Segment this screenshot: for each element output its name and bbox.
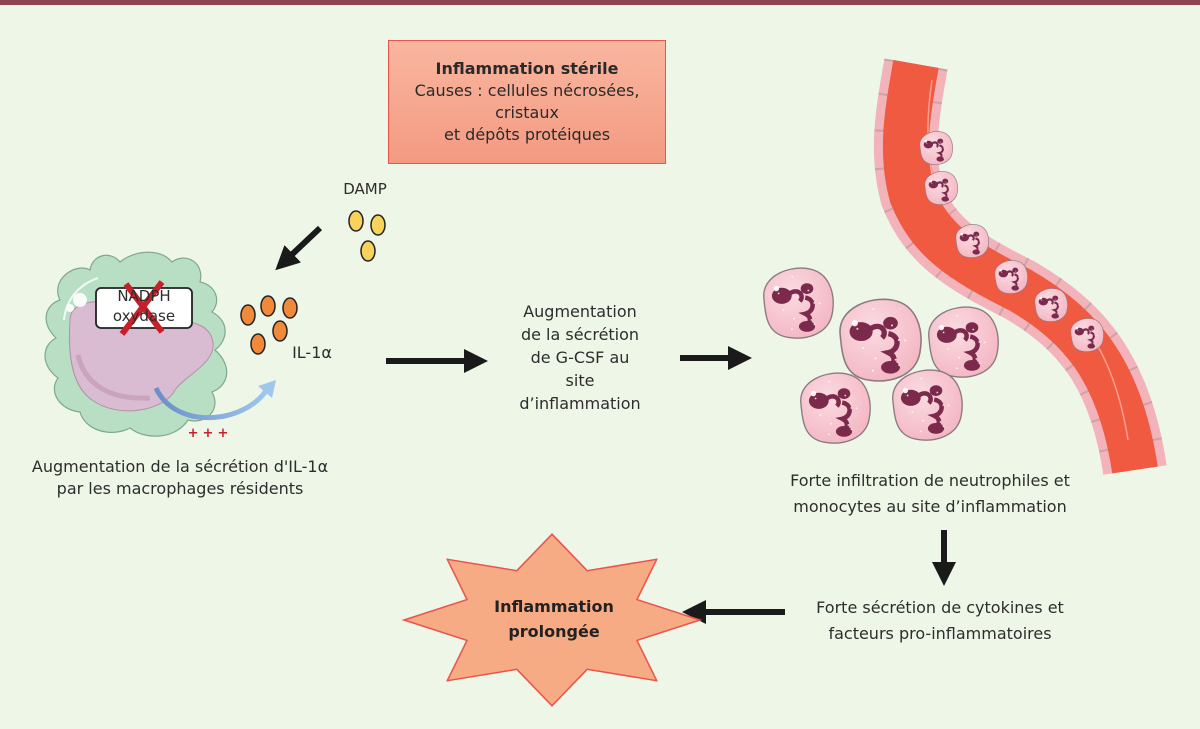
vessel-neutrophil (955, 224, 989, 258)
gcsf-line: de G-CSF au (530, 348, 630, 367)
cytokines-line2: facteurs pro-inflammatoires (828, 624, 1052, 643)
gcsf-line: Augmentation (523, 302, 637, 321)
damp-label: DAMP (343, 180, 387, 198)
upregulation-plus-signs: +++ (187, 426, 233, 441)
vessel-neutrophil (994, 260, 1028, 294)
gcsf-line: d’inflammation (519, 394, 641, 413)
macrophage-cell (44, 251, 228, 437)
il1a-particles (240, 295, 298, 355)
vessel-neutrophils (919, 131, 1104, 352)
outcome-star-shape (401, 533, 703, 707)
tissue-neutrophil (928, 306, 999, 378)
il1a-label: IL-1α (292, 343, 332, 362)
macrophage-caption: Augmentation de la sécrétion d'IL-1α par… (0, 456, 360, 500)
gcsf-line: de la sécrétion (520, 325, 640, 344)
tissue-neutrophils (763, 267, 999, 444)
cause-box-line1: Causes : cellules nécrosées, cristaux (414, 81, 640, 122)
damp-arrow-icon (275, 225, 323, 271)
infiltration-caption: Forte infiltration de neutrophiles et mo… (760, 468, 1100, 520)
infiltration-caption-line2: monocytes au site d’inflammation (793, 497, 1067, 516)
inhibition-cross-icon (119, 280, 165, 336)
cytokines-line1: Forte sécrétion de cytokines et (816, 598, 1064, 617)
vessel-neutrophil (1070, 318, 1104, 352)
macrophage-caption-line2: par les macrophages résidents (56, 479, 304, 498)
enzyme-line2: oxydase (112, 307, 176, 325)
tissue-neutrophil (800, 372, 871, 444)
vessel-neutrophil (924, 171, 958, 205)
sterile-inflammation-box: Inflammation stérile Causes : cellules n… (388, 40, 666, 164)
vessel-neutrophil (919, 131, 953, 165)
secretion-arrow-icon (153, 386, 271, 421)
macrophage-caption-line1: Augmentation de la sécrétion d'IL-1α (31, 457, 329, 476)
vessel-neutrophil (1034, 288, 1068, 322)
outcome-line2: prolongée (508, 622, 600, 641)
outcome-line1: Inflammation (494, 597, 614, 616)
tissue-neutrophil (839, 298, 922, 382)
cause-box-title: Inflammation stérile (435, 59, 619, 78)
infiltration-caption-line1: Forte infiltration de neutrophiles et (790, 471, 1070, 490)
secretion-arrowhead (258, 380, 276, 398)
cause-box-line2: et dépôts protéiques (443, 125, 611, 144)
gcsf-line: site (565, 371, 595, 390)
damp-particles (348, 210, 386, 262)
nadph-oxidase-label: NADPH oxydase (96, 286, 192, 326)
gcsf-step-text: Augmentation de la sécrétion de G-CSF au… (490, 300, 670, 415)
outcome-label: Inflammation prolongée (470, 594, 638, 644)
top-border-bar (0, 0, 1200, 5)
tissue-neutrophil (892, 369, 963, 441)
tissue-neutrophil (763, 267, 834, 339)
cytokines-caption: Forte sécrétion de cytokines et facteurs… (780, 595, 1100, 647)
enzyme-line1: NADPH (117, 287, 171, 305)
